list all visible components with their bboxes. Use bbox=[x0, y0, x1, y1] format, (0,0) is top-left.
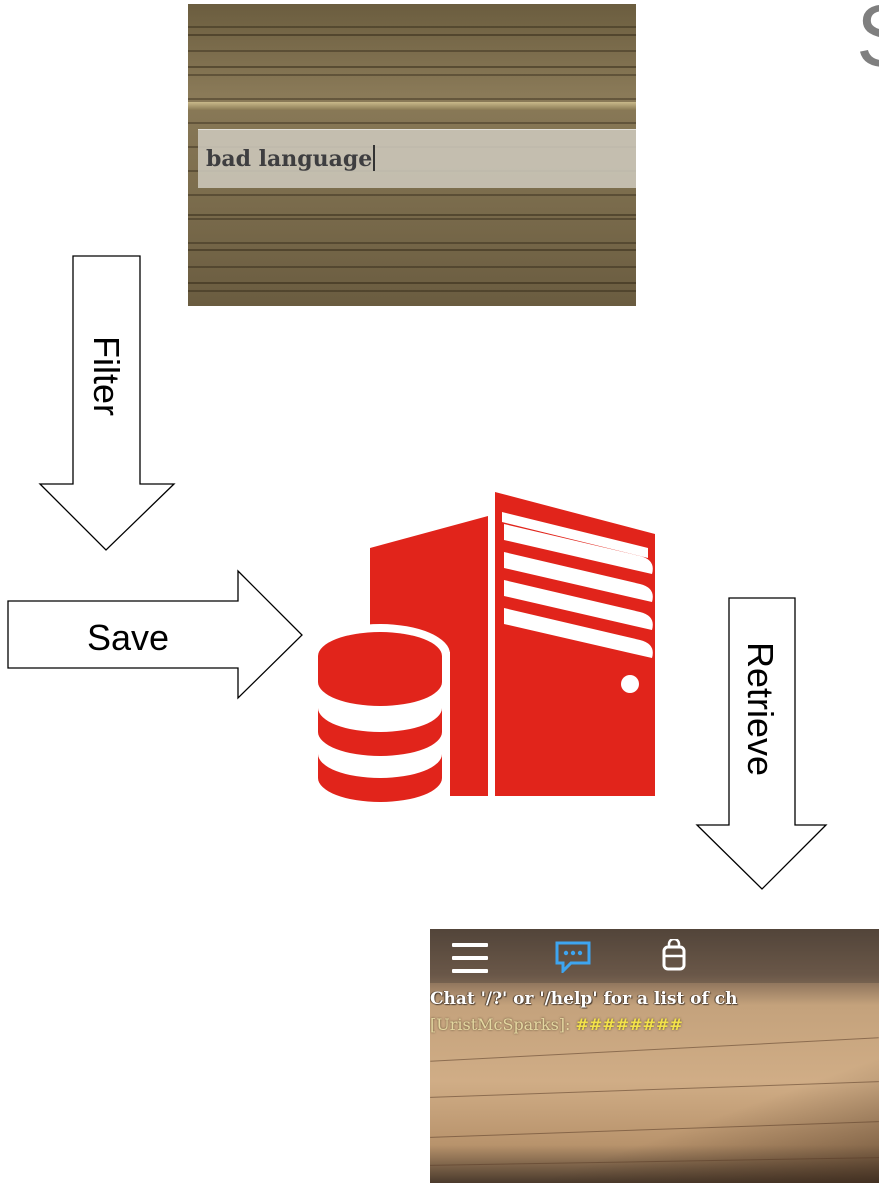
chat-input-value: bad language bbox=[206, 145, 375, 172]
chat-username: [UristMcSparks] bbox=[430, 1015, 566, 1034]
chat-input-field[interactable]: bad language bbox=[198, 129, 636, 188]
chat-input-screenshot: bad language bbox=[188, 4, 636, 306]
wood-plank-seam bbox=[188, 249, 636, 251]
filtered-message-text: ######## bbox=[575, 1015, 683, 1034]
cropped-title-glyph: S bbox=[856, 0, 879, 80]
retrieve-label: Retrieve bbox=[740, 642, 781, 777]
retrieve-arrow bbox=[695, 597, 828, 890]
save-label: Save bbox=[87, 617, 170, 658]
text-caret bbox=[373, 145, 375, 171]
wood-plank-seam bbox=[188, 214, 636, 216]
wood-plank-seam bbox=[188, 34, 636, 36]
save-arrow bbox=[7, 569, 303, 700]
chat-separator: : bbox=[565, 1015, 576, 1034]
wood-ledge bbox=[188, 102, 636, 110]
filter-label: Filter bbox=[86, 336, 127, 416]
wood-plank-seam bbox=[188, 66, 636, 68]
chat-icon[interactable] bbox=[555, 941, 591, 973]
chat-log-screenshot: Chat '/?' or '/help' for a list of ch [U… bbox=[430, 929, 879, 1183]
wood-plank-seam bbox=[430, 1157, 879, 1166]
game-topbar bbox=[430, 929, 879, 983]
wood-plank-seam bbox=[430, 1037, 879, 1062]
wood-plank-seam bbox=[430, 1121, 879, 1138]
chat-help-hint: Chat '/?' or '/help' for a list of ch bbox=[430, 989, 738, 1009]
menu-icon[interactable] bbox=[452, 943, 488, 973]
wood-plank-seam bbox=[430, 1081, 879, 1098]
chat-message: [UristMcSparks]: ######## bbox=[430, 1015, 683, 1034]
server-database-icon bbox=[310, 492, 655, 804]
backpack-icon[interactable] bbox=[662, 939, 686, 971]
wood-plank-seam bbox=[188, 282, 636, 284]
filter-arrow bbox=[38, 255, 176, 551]
